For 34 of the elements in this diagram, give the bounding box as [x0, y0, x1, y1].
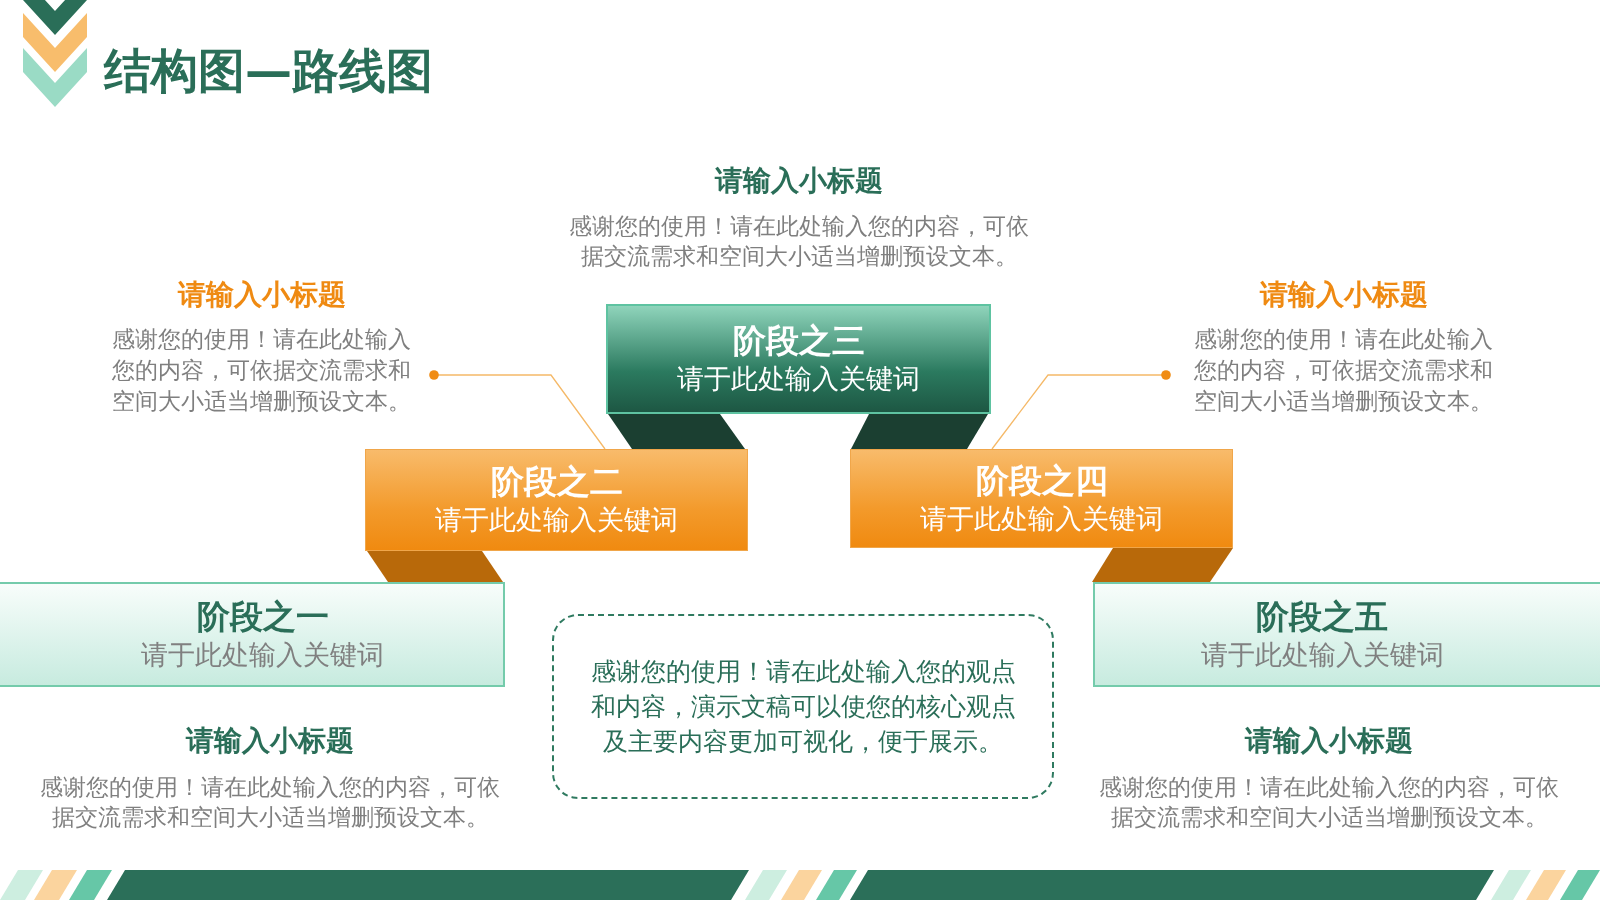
stage-subtitle: 请于此处输入关键词: [1200, 637, 1444, 672]
description-text: 感谢您的使用！请在此处输入您的内容，可依据交流需求和空间大小适当增删预设文本。: [569, 212, 1029, 271]
stage-title: 阶段之二: [490, 462, 623, 502]
ribbon-fold: [1092, 548, 1233, 582]
description-text: 感谢您的使用！请在此处输入您的内容，可依据交流需求和空间大小适当增删预设文本。: [1194, 325, 1494, 416]
page-title: 结构图—路线图: [104, 44, 433, 98]
description-text: 感谢您的使用！请在此处输入您的内容，可依据交流需求和空间大小适当增删预设文本。: [112, 325, 412, 416]
description-text: 感谢您的使用！请在此处输入您的内容，可依据交流需求和空间大小适当增删预设文本。: [1099, 773, 1559, 832]
ribbon-fold: [851, 414, 988, 449]
stage-title: 阶段之三: [732, 321, 865, 361]
note-text: 感谢您的使用！请在此处输入您的观点和内容，演示文稿可以使您的核心观点及主要内容更加可视化，便于展示。: [589, 656, 1017, 758]
section-heading: 请输入小标题: [176, 277, 347, 313]
stage-box: [850, 449, 1233, 548]
stage-title: 阶段之四: [975, 460, 1108, 501]
stage-title: 阶段之一: [196, 596, 329, 637]
section-heading: 请输入小标题: [1258, 277, 1429, 313]
stage-subtitle: 请于此处输入关键词: [677, 362, 920, 396]
stage-title: 阶段之五: [1256, 596, 1388, 637]
stage-subtitle: 请于此处输入关键词: [435, 503, 678, 537]
ribbon-fold: [367, 551, 503, 582]
description-text: 感谢您的使用！请在此处输入您的内容，可依据交流需求和空间大小适当增删预设文本。: [40, 773, 500, 832]
leader-line: [991, 370, 1171, 450]
stage-box: [1093, 582, 1600, 687]
stage-subtitle: 请于此处输入关键词: [141, 637, 384, 672]
section-heading: 请输入小标题: [184, 723, 355, 759]
ribbon-fold: [608, 414, 745, 449]
section-heading: 请输入小标题: [1243, 723, 1414, 759]
stage-subtitle: 请于此处输入关键词: [920, 501, 1163, 536]
leader-line: [429, 370, 606, 450]
section-heading: 请输入小标题: [713, 163, 884, 199]
stage-box: [365, 449, 748, 551]
stage-box: [606, 304, 991, 414]
stage-box: [0, 582, 505, 687]
note-box: [552, 614, 1054, 799]
